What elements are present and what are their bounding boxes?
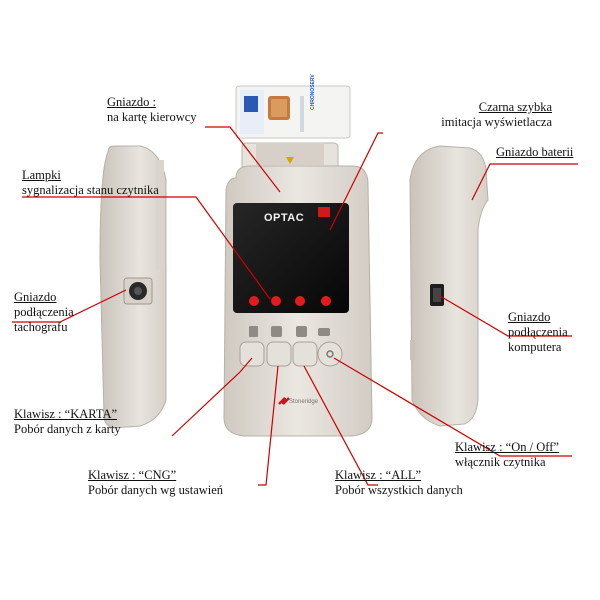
label-cng-key: Klawisz : “CNG” Pobór danych wg ustawień xyxy=(88,468,223,498)
device-front xyxy=(223,142,373,437)
label-karta-key-title: Klawisz : “KARTA” xyxy=(14,407,118,421)
label-card-slot-title: Gniazdo : xyxy=(107,95,156,109)
label-display-desc: imitacja wyświetlacza xyxy=(441,115,552,129)
label-leds-desc: sygnalizacja stanu czytnika xyxy=(22,183,159,197)
label-cng-key-desc: Pobór danych wg ustawień xyxy=(88,483,224,497)
on-off-key[interactable] xyxy=(317,341,343,367)
label-all-key: Klawisz : “ALL” Pobór wszystkich danych xyxy=(335,468,463,498)
label-leds: Lampki sygnalizacja stanu czytnika xyxy=(22,168,159,198)
label-karta-key-desc: Pobór danych z karty xyxy=(14,422,121,436)
all-key[interactable] xyxy=(292,341,318,367)
stoneridge-logo-icon xyxy=(278,397,290,405)
label-computer-desc2: komputera xyxy=(508,340,562,354)
label-onoff-key-desc: włącznik czytnika xyxy=(455,455,546,469)
card-slot-arrow-icon xyxy=(286,157,294,164)
label-onoff-key: Klawisz : “On / Off” włącznik czytnika xyxy=(455,440,559,470)
label-card-slot: Gniazdo : na kartę kierowcy xyxy=(107,95,197,125)
label-battery: Gniazdo baterii xyxy=(496,145,573,160)
karta-key[interactable] xyxy=(239,341,265,367)
maker-logo: Stoneridge xyxy=(289,399,319,405)
card-text: CHRONOSERV xyxy=(310,74,316,110)
label-display-title: Czarna szybka xyxy=(478,100,552,114)
device-right-side xyxy=(409,145,489,427)
label-computer: Gniazdo podłączenia komputera xyxy=(508,310,568,355)
display-window xyxy=(233,203,349,313)
power-icon xyxy=(326,350,334,358)
label-tachograph-desc2: tachografu xyxy=(14,320,68,334)
label-computer-title: Gniazdo xyxy=(508,310,551,324)
cng-key[interactable] xyxy=(266,341,292,367)
label-cng-key-title: Klawisz : “CNG” xyxy=(88,468,177,482)
label-leds-title: Lampki xyxy=(22,168,61,182)
brand-logo: OPTAC xyxy=(264,212,305,224)
label-tachograph: Gniazdo podłączenia tachografu xyxy=(14,290,74,335)
device-left-side xyxy=(99,145,167,429)
label-all-key-title: Klawisz : “ALL” xyxy=(335,468,422,482)
label-tachograph-title: Gniazdo xyxy=(14,290,57,304)
label-onoff-key-title: Klawisz : “On / Off” xyxy=(455,440,559,454)
label-karta-key: Klawisz : “KARTA” Pobór danych z karty xyxy=(14,407,121,437)
label-card-slot-desc: na kartę kierowcy xyxy=(107,110,197,124)
label-all-key-desc: Pobór wszystkich danych xyxy=(335,483,463,497)
label-battery-title: Gniazdo baterii xyxy=(496,145,574,159)
label-tachograph-desc1: podłączenia xyxy=(14,305,74,319)
status-leds xyxy=(249,296,331,306)
button-icons xyxy=(249,326,330,337)
leader-lines xyxy=(12,126,578,486)
label-display: Czarna szybka imitacja wyświetlacza xyxy=(441,100,552,130)
label-computer-desc1: podłączenia xyxy=(508,325,568,339)
driver-card xyxy=(235,85,351,139)
